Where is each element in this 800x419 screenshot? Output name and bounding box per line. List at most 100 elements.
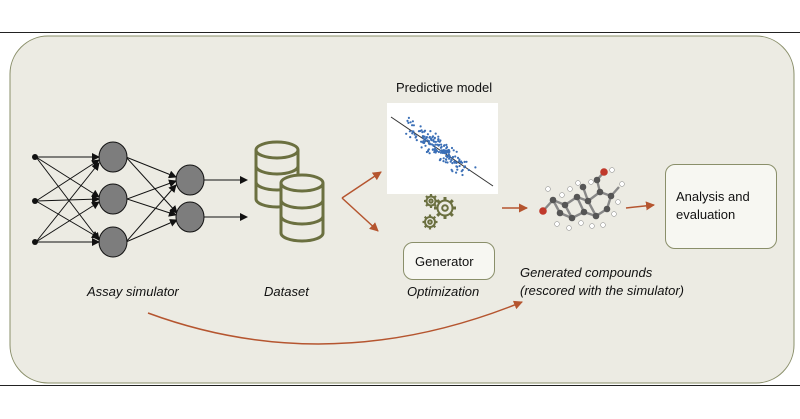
scatter-point: [427, 149, 430, 152]
hidden-node: [98, 183, 128, 215]
scatter-point: [438, 140, 441, 143]
network-hidden-nodes: [98, 141, 205, 258]
scatter-point: [434, 132, 437, 135]
hidden-node: [98, 141, 128, 173]
scatter-point: [407, 121, 410, 124]
scatter-point: [420, 146, 423, 149]
scatter-point: [411, 120, 414, 123]
scatter-point: [451, 156, 454, 159]
hidden-node: [175, 201, 205, 233]
predictive-model-label: Predictive model: [396, 80, 493, 95]
scatter-point: [411, 132, 414, 135]
scatter-point: [463, 165, 467, 168]
scatter-point: [415, 139, 418, 142]
scatter-point: [455, 150, 458, 153]
scatter-point: [443, 152, 446, 155]
bottom-rule: [0, 385, 800, 386]
scatter-point: [461, 161, 464, 164]
scatter-point: [445, 147, 448, 150]
scatter-point: [426, 133, 429, 136]
gear-small-bottom: [422, 214, 438, 230]
scatter-point: [433, 137, 436, 140]
scatter-point: [434, 149, 438, 152]
scatter-point: [429, 137, 433, 141]
scatter-point: [437, 138, 440, 141]
scatter-point: [447, 151, 450, 154]
neural-network-icon: [35, 153, 248, 246]
scatter-point: [474, 166, 477, 169]
scatter-point: [434, 146, 437, 150]
scatter-point: [439, 151, 443, 154]
scatter-point: [421, 135, 424, 138]
scatter-point: [445, 143, 448, 146]
scatter-point: [442, 157, 445, 160]
scatter-point: [441, 151, 445, 155]
scatter-point: [446, 155, 450, 158]
scatter-point: [465, 160, 468, 163]
scatter-point: [407, 116, 410, 119]
scatter-point: [438, 159, 441, 162]
gears-icon: [422, 194, 456, 230]
scatter-point: [427, 140, 430, 143]
generator-label: Generator: [415, 254, 474, 269]
scatter-point: [428, 136, 431, 139]
scatter-point: [442, 160, 445, 163]
scatter-point: [455, 161, 458, 164]
scatter-point: [422, 137, 425, 140]
scatter-point: [458, 158, 461, 161]
scatter-point: [421, 131, 424, 134]
simulator-rescore-arrow: [147, 300, 523, 345]
input-node: [32, 154, 38, 160]
assay-simulator-label: Assay simulator: [87, 284, 179, 299]
scatter-point: [434, 151, 437, 154]
molecule-icon: [539, 167, 625, 231]
scatter-point: [431, 136, 434, 139]
scatter-point: [448, 149, 451, 152]
scatter-point: [444, 161, 447, 164]
scatter-points: [405, 116, 477, 177]
scatter-point: [428, 152, 431, 155]
scatter-point: [444, 158, 448, 161]
scatter-point: [463, 160, 466, 163]
dataset-to-generator-arrow: [341, 197, 379, 232]
input-node: [32, 239, 38, 245]
analysis-label-line1: Analysis and: [676, 189, 750, 204]
scatter-point: [450, 146, 454, 150]
scatter-point: [414, 136, 417, 139]
scatter-point: [448, 157, 451, 160]
gear-small-top: [424, 194, 438, 208]
generated-compounds-label-line2: (rescored with the simulator): [520, 283, 684, 298]
scatter-point: [434, 140, 437, 143]
analysis-label-line2: evaluation: [676, 207, 736, 222]
scatter-point: [453, 160, 456, 163]
scatter-plot-svg: [390, 116, 494, 187]
gear-large: [434, 197, 456, 219]
scatter-point: [433, 148, 436, 151]
scatter-point: [434, 143, 437, 146]
scatter-point: [456, 168, 459, 171]
hidden-node: [98, 226, 128, 258]
scatter-point: [442, 144, 446, 147]
scatter-point: [425, 137, 428, 140]
scatter-point: [405, 132, 408, 135]
scatter-point: [458, 164, 461, 168]
scatter-point: [439, 146, 442, 149]
scatter-plot-icon: [387, 103, 498, 194]
compounds-to-analysis-arrow: [625, 201, 655, 211]
scatter-point: [456, 165, 459, 168]
scatter-point: [467, 168, 470, 172]
scatter-point: [406, 119, 409, 122]
scatter-point: [422, 140, 425, 143]
scatter-point: [450, 168, 453, 171]
scatter-point: [461, 173, 464, 177]
process-arrows: [147, 171, 655, 345]
scatter-point: [440, 149, 443, 152]
optimization-label: Optimization: [407, 284, 480, 299]
scatter-point: [461, 168, 464, 172]
database-cylinder-front: [279, 173, 325, 243]
background-panel: [9, 35, 795, 384]
scatter-point: [409, 121, 412, 124]
scatter-point: [412, 124, 415, 127]
scatter-point: [409, 136, 412, 139]
scatter-point: [419, 125, 422, 128]
